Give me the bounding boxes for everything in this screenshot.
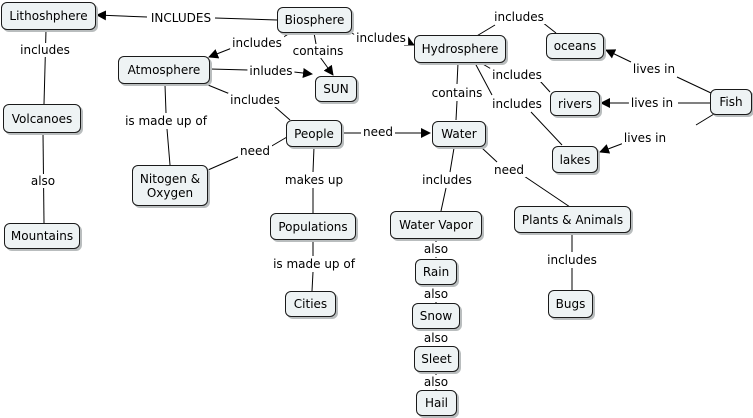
link-label-includes: includes (492, 10, 546, 24)
node-oceans[interactable]: oceans (546, 33, 604, 59)
node-atmosphere[interactable]: Atmosphere (118, 56, 210, 84)
link-label-contains: contains (429, 86, 485, 100)
node-rivers[interactable]: rivers (550, 91, 600, 116)
link-label-also: also (28, 174, 58, 188)
node-populations[interactable]: Populations (270, 213, 356, 240)
node-snow[interactable]: Snow (412, 303, 460, 329)
link-label-also: also (421, 331, 451, 345)
node-water-vapor[interactable]: Water Vapor (390, 211, 482, 239)
link-contains-sun (319, 56, 334, 76)
node-nitogen-oxygen[interactable]: Nitogen & Oxygen (132, 165, 208, 206)
link-includes-lithosphere (96, 10, 148, 21)
link-hydrosphere-includes-lakes (474, 62, 493, 96)
link-label-lives-in: lives in (630, 62, 678, 76)
node-sun[interactable]: SUN (315, 76, 357, 102)
link-need-nitogen (207, 155, 241, 171)
link-madeup-cities (311, 271, 314, 292)
link-includes-atmosphere (208, 47, 233, 59)
node-hydrosphere[interactable]: Hydrosphere (414, 35, 506, 63)
link-fish-livesin-lakes (695, 113, 715, 126)
link-includes-people (273, 105, 291, 121)
link-label-includes: includes (490, 68, 544, 82)
node-lithosphere[interactable]: Lithoshphere (1, 2, 96, 30)
link-label-lives-in: lives in (621, 131, 669, 145)
link-label-also: also (421, 242, 451, 256)
link-label-contains: contains (290, 44, 346, 58)
node-lakes[interactable]: lakes (552, 146, 598, 173)
node-biosphere[interactable]: Biosphere (277, 7, 352, 33)
link-water-includes (449, 147, 455, 173)
link-includes-rivers (539, 80, 551, 93)
node-bugs[interactable]: Bugs (548, 290, 593, 318)
link-label-need: need (361, 125, 395, 139)
link-label-includes: includes (545, 253, 599, 267)
link-atmosphere-inludes (209, 68, 249, 71)
link-label-includes: includes (230, 36, 284, 50)
node-sleet[interactable]: Sleet (414, 346, 459, 372)
link-label-is-made-up-of: is made up of (271, 257, 357, 271)
link-label-is-made-up-of: is made up of (123, 114, 209, 128)
link-atmosphere-madeup (164, 84, 167, 114)
link-label-includes-caps: INCLUDES (148, 11, 214, 25)
node-rain[interactable]: Rain (415, 259, 457, 285)
link-water-need-plants (481, 147, 498, 163)
link-label-inludes: inludes (247, 64, 295, 78)
link-label-need: need (492, 163, 526, 177)
link-inludes-sun (293, 68, 313, 78)
link-label-lives-in: lives in (628, 96, 676, 110)
link-need-plants (523, 175, 571, 208)
node-water[interactable]: Water (432, 121, 486, 147)
node-plants-animals[interactable]: Plants & Animals (514, 206, 631, 233)
link-hydrosphere-contains (456, 62, 459, 85)
link-label-includes: includes (18, 43, 72, 57)
link-label-includes: includes (228, 93, 282, 107)
node-hail[interactable]: Hail (416, 390, 457, 416)
link-label-also: also (421, 375, 451, 389)
node-people[interactable]: People (286, 120, 342, 147)
link-fish-livesin-oceans (676, 76, 712, 94)
link-label-includes: includes (490, 97, 544, 111)
link-label-also: also (421, 287, 451, 301)
link-atmosphere-includes-people (207, 84, 231, 95)
link-label-includes: includes (354, 31, 408, 45)
link-people-need-nitogen (269, 136, 288, 148)
link-people-makesup (312, 146, 315, 173)
node-volcanoes[interactable]: Volcanoes (3, 104, 81, 133)
link-label-includes: includes (420, 173, 474, 187)
link-biosphere-includes (214, 17, 278, 21)
link-livesin-lakes (599, 142, 625, 154)
node-fish[interactable]: Fish (710, 89, 752, 115)
link-lithosphere-volcanoes (43, 29, 47, 105)
link-label-need: need (238, 144, 272, 158)
node-mountains[interactable]: Mountains (4, 223, 80, 249)
link-label-makes-up: makes up (282, 173, 346, 187)
node-cities[interactable]: Cities (285, 291, 336, 317)
link-livesin-oceans (605, 49, 632, 63)
link-madeup-nitogen (166, 128, 171, 166)
link-includes-lakes (530, 111, 563, 146)
link-contains-water (455, 100, 458, 121)
link-includes-vapor (440, 187, 447, 212)
link-biosphere-contains (313, 32, 317, 45)
